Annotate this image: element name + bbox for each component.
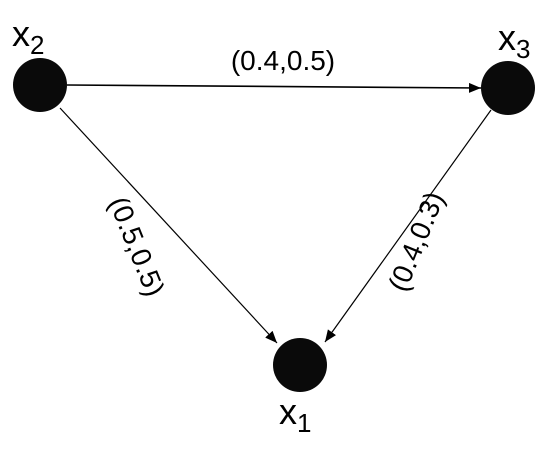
edge-label-x3-x1: (0.4,0.3) xyxy=(382,187,450,295)
edge-label-x2-x1: (0.5,0.5) xyxy=(103,192,171,300)
node-x3 xyxy=(481,61,535,115)
edge-label-x2-x3: (0.4,0.5) xyxy=(231,45,335,76)
edge-x3-to-x1 xyxy=(324,109,492,343)
node-label-x3: x3 xyxy=(498,17,530,64)
node-x2 xyxy=(13,58,67,112)
node-x1 xyxy=(273,338,327,392)
edge-x2-to-x3 xyxy=(66,82,482,93)
edge-x2-to-x1 xyxy=(59,107,278,344)
node-label-x1: x1 xyxy=(279,391,311,438)
node-label-x2: x2 xyxy=(12,13,44,60)
